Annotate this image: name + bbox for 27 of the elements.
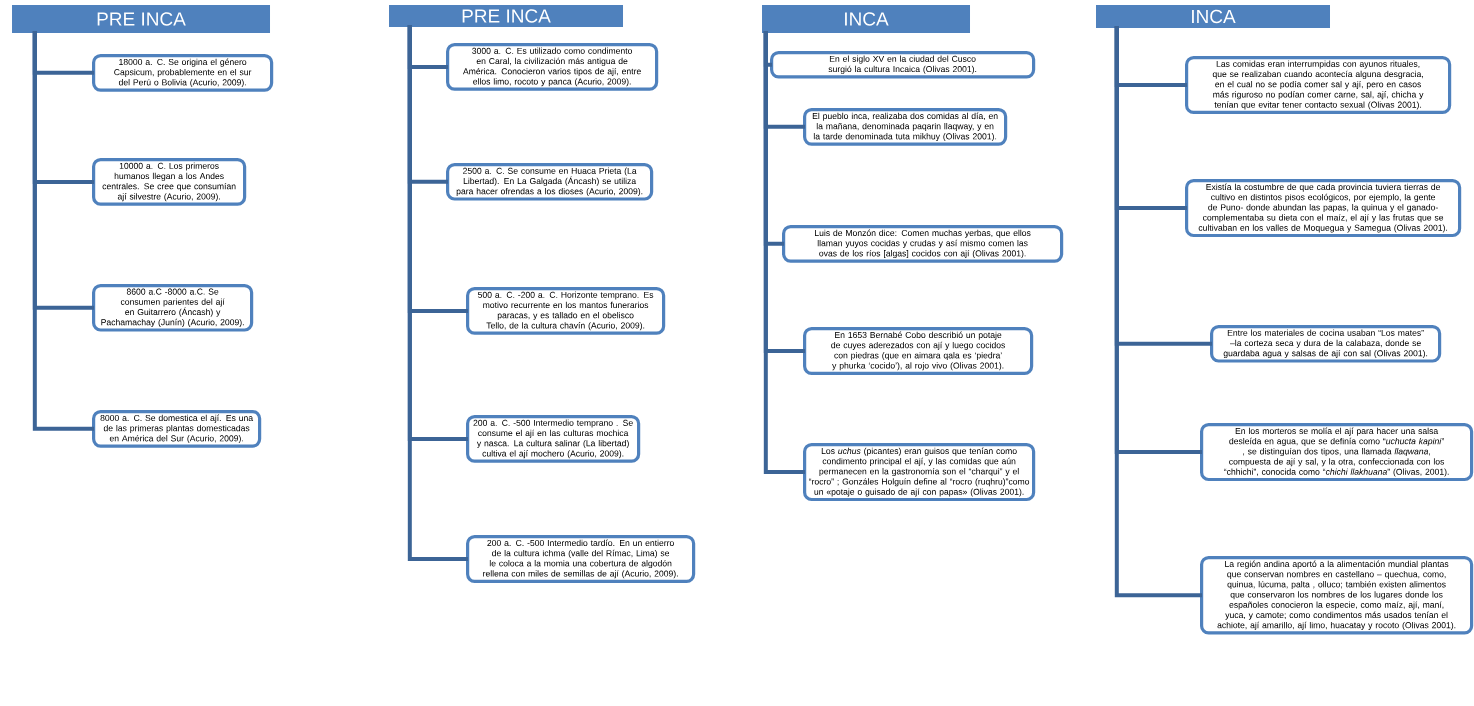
event-box: 8600 a.C -8000 a.C. Se consumen parientes del ají en Guitarrero (Áncash) y Pachamachay (Junín) (Acurio, 2009). bbox=[92, 284, 254, 332]
event-box: 8000 a. C. Se domestica el ají. Es una de las primeras plantas domesticadas en América del Sur (Acurio, 2009). bbox=[92, 410, 262, 448]
event-box: La región andina aportó a la alimentación mundial plantas que conservan nombres en castellano – quechua, como, quinua, lúcuma, palta , olluco; también existen alimentos que conservaron los nombres de los lugares donde los españoles conocieron la especie, como maíz, ají, maní, yuca, y camote; como condimentos más usados tenían el achiote, ají amarillo, ají limo, huacatay y rocoto (Olivas 2001). bbox=[1200, 556, 1474, 635]
event-box: En 1653 Bernabé Cobo describió un potaje de cuyes aderezados con ají y luego cocidos con piedras (que en aimara qala es ‘piedra’ y phurka ‘cocido’), al rojo vivo (Olivas 2001). bbox=[803, 327, 1034, 375]
event-box: 2500 a. C. Se consume en Huaca Prieta (La Libertad). En La Galgada (Áncash) se utiliza para hacer ofrendas a los dioses (Acurio, 2009). bbox=[446, 163, 654, 201]
event-box: 500 a. C. -200 a. C. Horizonte temprano. Es motivo recurrente en los mantos funerarios paracas, y es tallado en el obelisco Tello, de la cultura chavín (Acurio, 2009). bbox=[466, 287, 666, 335]
event-box: El pueblo inca, realizaba dos comidas al día, en la mañana, denominada paqarin llaqway, y en la tarde denominada tuta mikhuy (Olivas 2001). bbox=[803, 108, 1008, 146]
connector-line bbox=[1114, 26, 1202, 598]
header-bar: PRE INCA bbox=[389, 5, 623, 27]
event-box: 200 a. C. -500 Intermedio temprano . Se consume el ají en las culturas mochica y nasca. La cultura salinar (La libertad) cultiva el ají mochero (Acurio, 2009). bbox=[466, 415, 641, 463]
header-bar: INCA bbox=[762, 5, 970, 33]
event-box: 18000 a. C. Se origina el género Capsicum, probablemente en el sur del Perú o Bolivia (Acurio, 2009). bbox=[92, 54, 274, 92]
header-bar: PRE INCA bbox=[12, 5, 270, 33]
event-box: 10000 a. C. Los primeros humanos llegan a los Andes centrales. Se cree que consumían ají silvestre (Acurio, 2009). bbox=[92, 158, 247, 206]
connector-line bbox=[32, 31, 94, 431]
event-box: Las comidas eran interrumpidas con ayunos rituales, que se realizaban cuando acontecía alguna desgracia, en el cual no se podía comer sal y ají, pero en casos más riguroso no podían comer carne, sal, ají, chicha y tenían que evitar tener contacto sexual (Olivas 2001). bbox=[1185, 56, 1452, 114]
event-box: Existía la costumbre de que cada provincia tuviera tierras de cultivo en distintos pisos ecológicos, por ejemplo, la gente de Puno- donde abundan las papas, la quinua y el ganado- complementaba su dieta con el maíz, el ají y las frutas que se cultivaban en los valles de Moquegua y Samegua (Olivas 2001). bbox=[1185, 179, 1462, 238]
event-box: Luis de Monzón dice: Comen muchas yerbas, que ellos llaman yuyos cocidas y crudas y así mismo comen las ovas de los ríos [algas] cocidos con ají (Olivas 2001). bbox=[782, 225, 1064, 263]
event-box: En los morteros se molía el ají para hacer una salsa desleída en agua, que se definía como “uchucta kapini” , se distinguían dos tipos, una llamada llaqwana, compuesta de ají y sal, y la otra, confeccionada con los “chhichi”, conocida como “chichi llakhuana” (Olivas, 2001). bbox=[1200, 423, 1474, 482]
connector-line bbox=[763, 31, 805, 475]
event-box: Entre los materiales de cocina usaban “Los mates” –la corteza seca y dura de la calabaza, donde se guardaba agua y salsas de ají con sal (Olivas 2001). bbox=[1210, 325, 1442, 363]
event-box: 3000 a. C. Es utilizado como condimento en Caral, la civilización más antigua de América. Conocieron varios tipos de ají, entre ellos limo, rocoto y panca (Acurio, 2009). bbox=[446, 43, 659, 91]
header-bar: INCA bbox=[1096, 5, 1330, 28]
event-box: En el siglo XV en la ciudad del Cusco surgió la cultura Incaica (Olivas 2001). bbox=[770, 51, 1036, 79]
connector-line bbox=[407, 25, 468, 561]
event-box: Los uchus (picantes) eran guisos que tenían como condimento principal el ají, y las comidas que aún permanecen en la gastronomía son el “charqui” y el “rocro” ; Gonzáles Holguín define al “rocro (ruqhru)”como un «potaje o guisado de ají con papas» (Olivas 2001). bbox=[803, 443, 1036, 502]
event-box: 200 a. C. -500 Intermedio tardío. En un entierro de la cultura ichma (valle del Rímac, Lima) se le coloca a la momia una cobertura de algodón rellena con miles de semillas de ají (Acurio, 2009). bbox=[466, 535, 696, 583]
